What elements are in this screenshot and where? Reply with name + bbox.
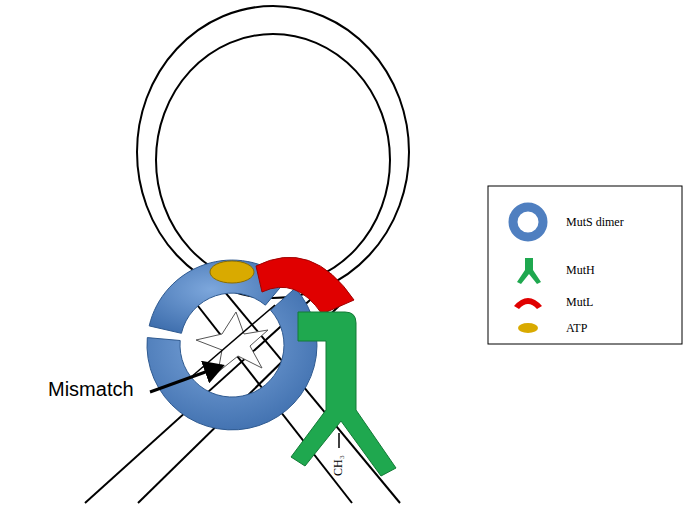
methyl-tick bbox=[338, 433, 340, 448]
legend-mutl-icon bbox=[514, 298, 542, 309]
legend-text: MutL bbox=[566, 295, 593, 310]
legend-ring-icon bbox=[513, 207, 543, 237]
legend-box bbox=[488, 186, 682, 344]
methyl-label: CH₃ bbox=[331, 455, 346, 476]
dna-loop bbox=[85, 6, 409, 503]
legend-text: MutS dimer bbox=[566, 215, 624, 230]
legend-text: MutH bbox=[566, 263, 595, 278]
legend-muth-icon bbox=[517, 258, 541, 284]
legend-atp-icon bbox=[518, 323, 538, 333]
mismatch-label: Mismatch bbox=[48, 378, 134, 401]
muth-shape bbox=[291, 312, 396, 476]
mismatch-arrow bbox=[150, 366, 222, 392]
legend-text: ATP bbox=[566, 321, 587, 336]
dna-strand-through-ring bbox=[190, 305, 275, 378]
mutl-arc bbox=[256, 257, 354, 314]
atp-ellipse bbox=[210, 261, 254, 283]
